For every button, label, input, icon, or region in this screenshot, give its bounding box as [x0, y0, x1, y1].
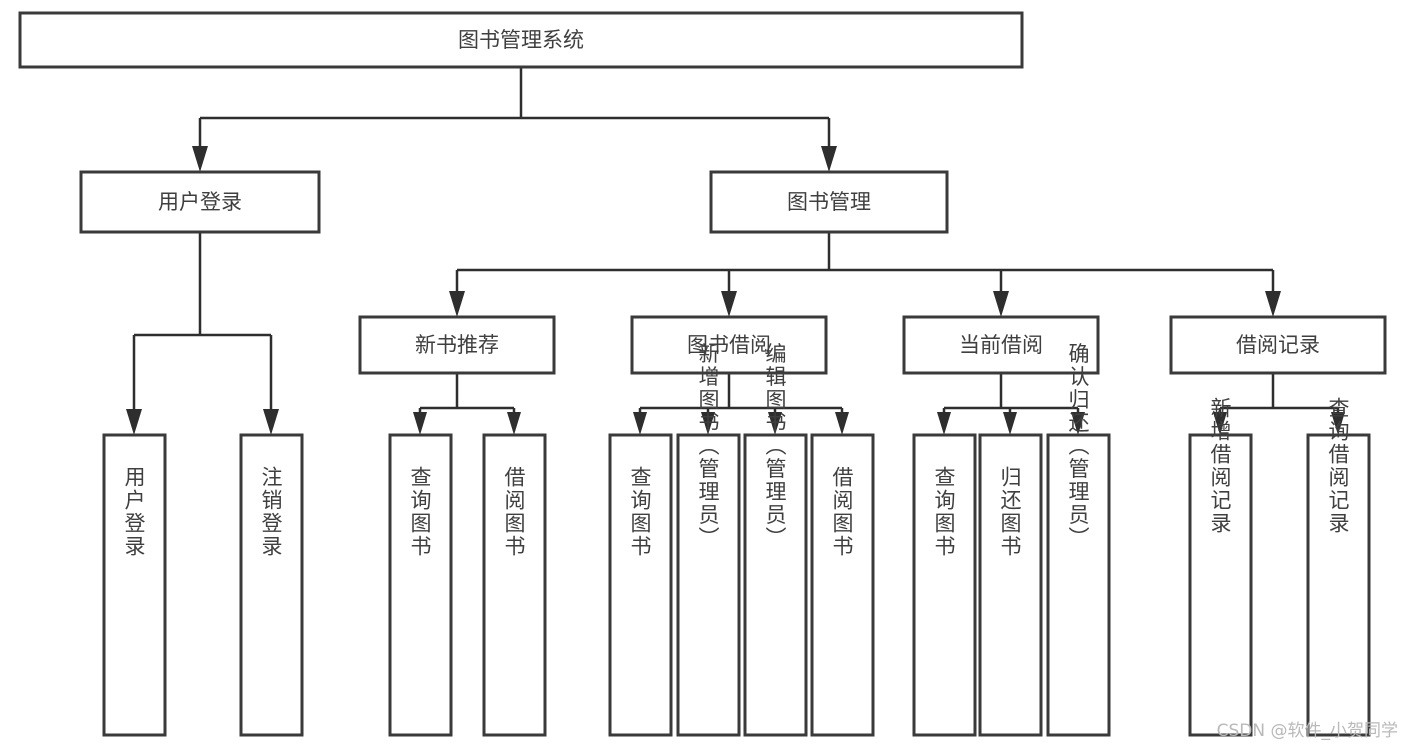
node-box: [912, 433, 977, 737]
node-label-leaf-query-book-2: 查询图书: [628, 466, 652, 558]
node-box: [709, 170, 949, 234]
node-book-manage[interactable]: 图书管理: [709, 170, 949, 234]
node-leaf-add-book[interactable]: 新增图书（管理员）: [676, 343, 741, 737]
arrow-head-icon: [721, 291, 737, 317]
arrow-head-icon: [1213, 412, 1227, 435]
node-label-book-borrow: 图书借阅: [687, 333, 771, 357]
node-borrow-record[interactable]: 借阅记录: [1169, 315, 1387, 375]
node-label-root: 图书管理系统: [458, 28, 584, 52]
arrow-head-icon: [263, 409, 279, 435]
arrow-head-icon: [633, 412, 647, 435]
node-root-system[interactable]: 图书管理系统: [18, 11, 1024, 69]
node-label-current-borrow: 当前借阅: [959, 333, 1043, 357]
node-label-leaf-query-book-1: 查询图书: [408, 466, 432, 558]
node-leaf-user-login[interactable]: 用户登录: [102, 433, 167, 737]
connector-new-book-to-leaves: [413, 373, 521, 435]
node-label-leaf-add-book: 新增图书（管理员）: [696, 343, 720, 550]
node-label-leaf-borrow-book-2: 借阅图书: [830, 466, 854, 558]
node-label-leaf-confirm-return: 确认归还（管理员）: [1066, 343, 1090, 550]
node-label-user-login: 用户登录: [158, 190, 242, 214]
arrow-head-icon: [835, 412, 849, 435]
node-box: [902, 315, 1100, 375]
node-box: [388, 433, 453, 737]
node-label-leaf-user-login: 用户登录: [122, 466, 146, 558]
connector-root-to-level2: [192, 67, 837, 172]
node-leaf-query-book-3[interactable]: 查询图书: [912, 433, 977, 737]
node-label-leaf-logout: 注销登录: [259, 466, 283, 558]
node-leaf-add-record[interactable]: 新增借阅记录: [1188, 397, 1253, 737]
node-box: [1188, 433, 1253, 737]
arrow-head-icon: [768, 412, 782, 435]
connector-current-borrow-to-leaves: [937, 373, 1085, 435]
node-label-leaf-add-record: 新增借阅记录: [1208, 397, 1232, 535]
node-label-leaf-borrow-book-1: 借阅图书: [502, 466, 526, 558]
arrow-head-icon: [993, 291, 1009, 317]
node-leaf-borrow-book-1[interactable]: 借阅图书: [482, 433, 547, 737]
node-box: [482, 433, 547, 737]
node-box: [1046, 433, 1111, 737]
node-leaf-return-book[interactable]: 归还图书: [978, 433, 1043, 737]
node-label-borrow-record: 借阅记录: [1236, 333, 1320, 357]
node-leaf-query-book-1[interactable]: 查询图书: [388, 433, 453, 737]
node-box: [810, 433, 875, 737]
node-box: [978, 433, 1043, 737]
node-box: [630, 315, 828, 375]
arrow-head-icon: [507, 412, 521, 435]
node-book-borrow[interactable]: 图书借阅: [630, 315, 828, 375]
node-box: [676, 433, 741, 737]
node-box: [1169, 315, 1387, 375]
node-leaf-borrow-book-2[interactable]: 借阅图书: [810, 433, 875, 737]
node-box: [239, 433, 304, 737]
arrow-head-icon: [701, 412, 715, 435]
node-label-book-manage: 图书管理: [787, 190, 871, 214]
arrow-head-icon: [1331, 412, 1345, 435]
arrow-head-icon: [937, 412, 951, 435]
arrow-head-icon: [126, 409, 142, 435]
connector-book-manage-to-level3: [449, 232, 1281, 317]
node-box: [79, 170, 321, 234]
arrow-head-icon: [449, 291, 465, 317]
node-box: [608, 433, 673, 737]
node-label-leaf-query-record: 查询借阅记录: [1326, 397, 1350, 535]
arrow-head-icon: [192, 146, 208, 172]
arrow-head-icon: [1071, 412, 1085, 435]
node-box: [743, 433, 808, 737]
connector-user-login-to-leaves: [126, 232, 279, 435]
arrow-head-icon: [413, 412, 427, 435]
node-box: [358, 315, 556, 375]
node-leaf-edit-book[interactable]: 编辑图书（管理员）: [743, 343, 808, 737]
node-label-leaf-query-book-3: 查询图书: [932, 466, 956, 558]
node-leaf-logout[interactable]: 注销登录: [239, 433, 304, 737]
node-leaf-query-record[interactable]: 查询借阅记录: [1306, 397, 1371, 737]
arrow-head-icon: [1003, 412, 1017, 435]
node-box: [102, 433, 167, 737]
connector-book-borrow-to-leaves: [633, 373, 849, 435]
csdn-watermark: CSDN @软件_小贺同学: [1217, 721, 1398, 741]
node-label-new-book-recommend: 新书推荐: [415, 333, 499, 357]
arrow-head-icon: [821, 146, 837, 172]
node-leaf-query-book-2[interactable]: 查询图书: [608, 433, 673, 737]
node-box: [18, 11, 1024, 69]
node-box: [1306, 433, 1371, 737]
node-new-book-recommend[interactable]: 新书推荐: [358, 315, 556, 375]
connector-borrow-record-to-leaves: [1213, 373, 1345, 435]
node-label-leaf-return-book: 归还图书: [998, 466, 1022, 558]
node-user-login[interactable]: 用户登录: [79, 170, 321, 234]
node-label-leaf-edit-book: 编辑图书（管理员）: [763, 343, 787, 550]
node-current-borrow[interactable]: 当前借阅: [902, 315, 1100, 375]
arrow-head-icon: [1265, 291, 1281, 317]
node-leaf-confirm-return[interactable]: 确认归还（管理员）: [1046, 343, 1111, 737]
